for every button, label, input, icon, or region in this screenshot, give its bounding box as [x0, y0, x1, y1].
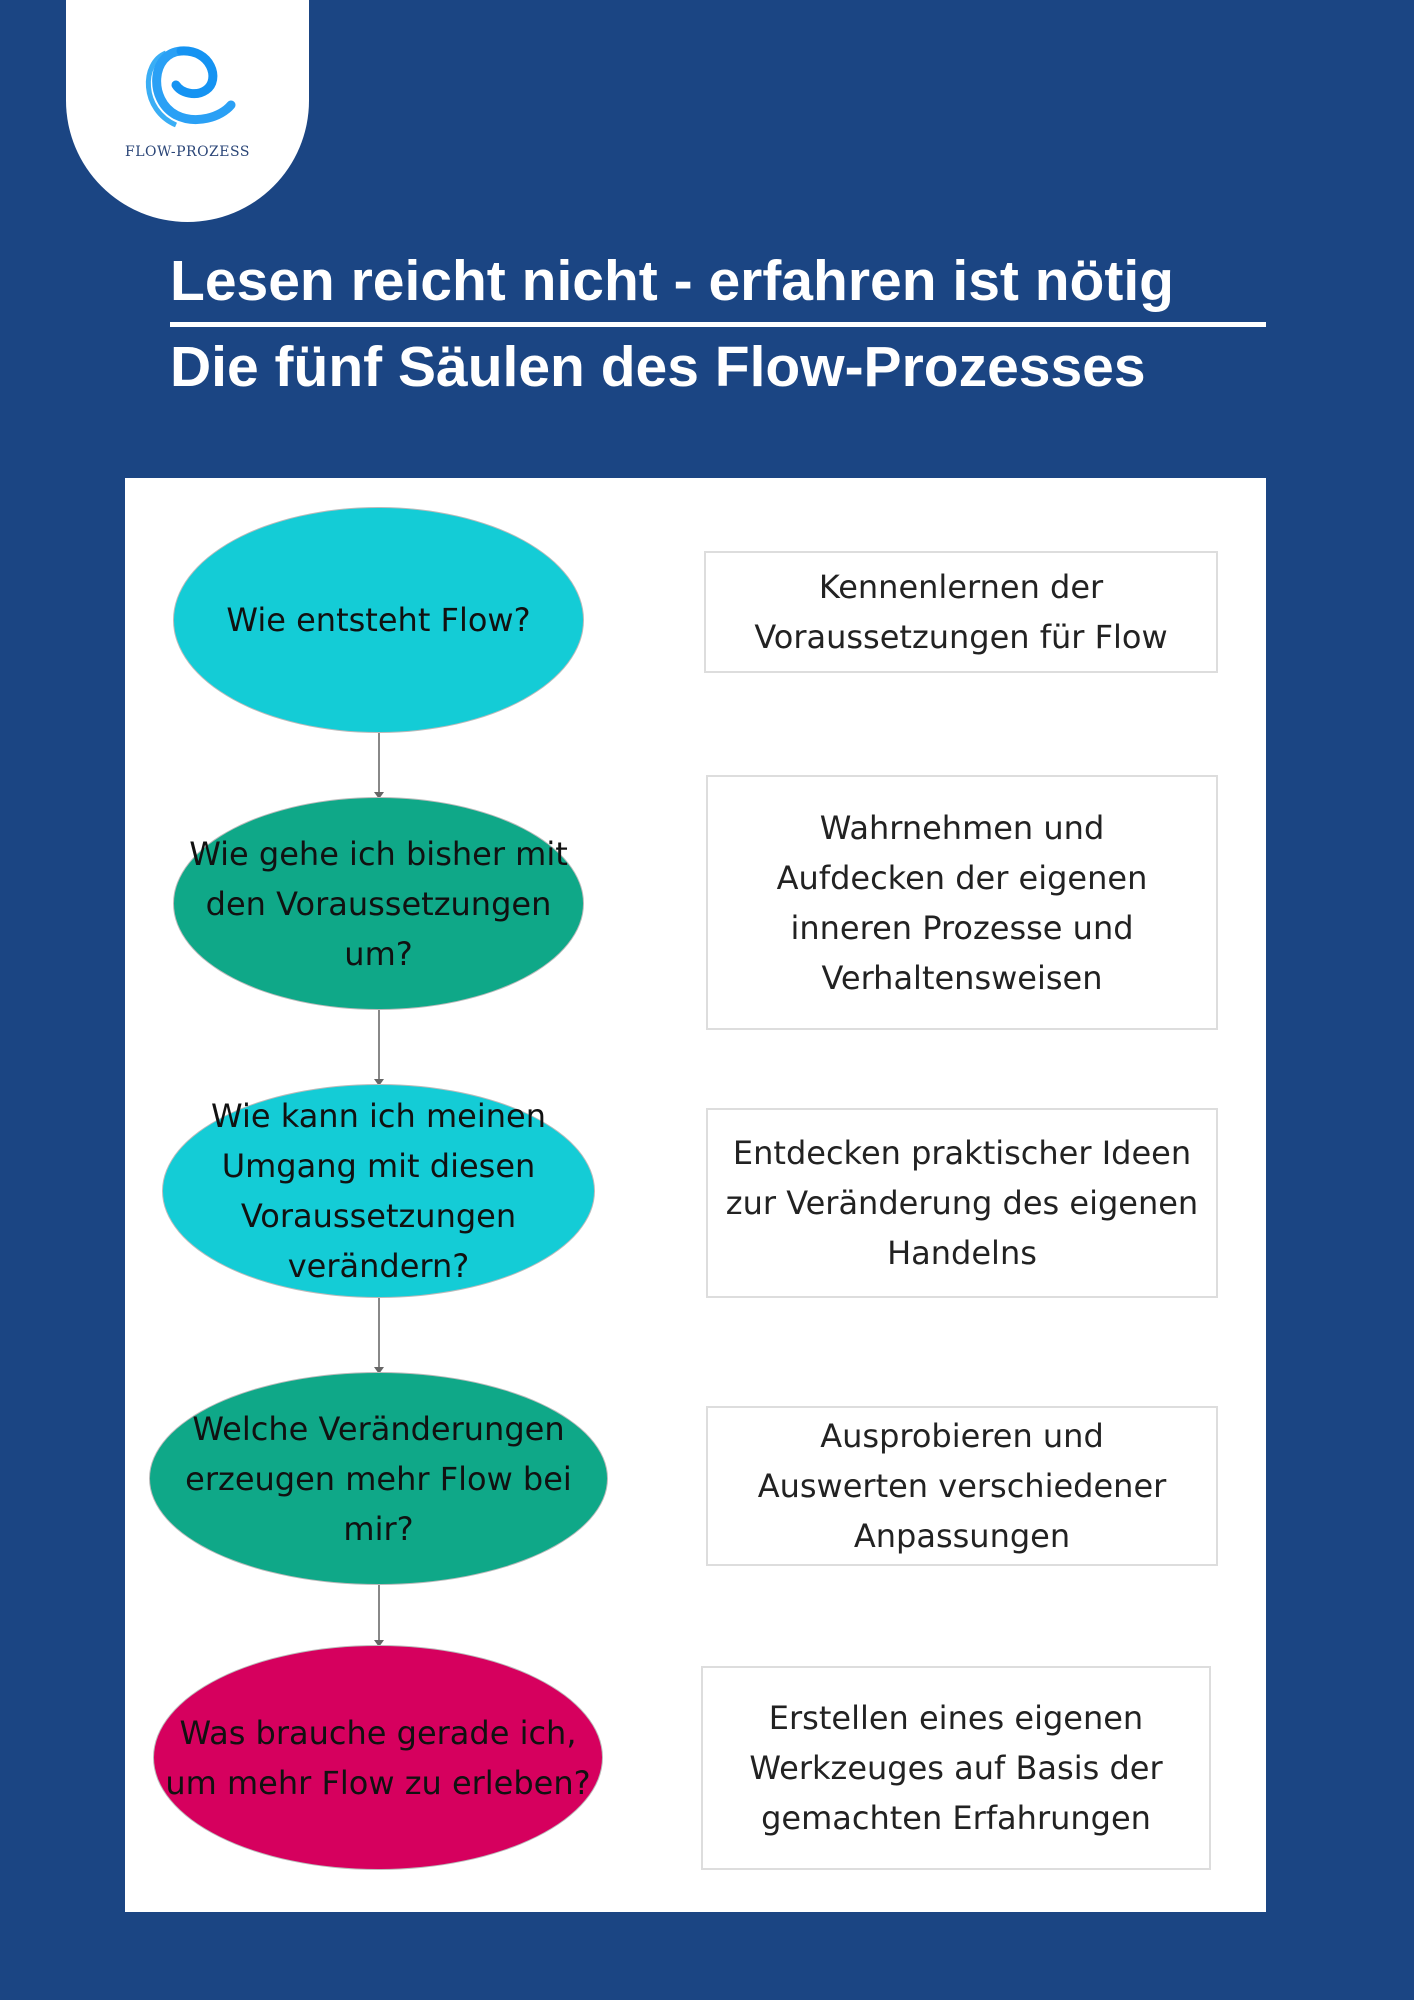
question-text: Wie kann ich meinen Umgang mit diesen Vo…	[211, 1097, 546, 1285]
arrow-1	[374, 733, 384, 799]
description-text: Ausprobieren und Auswerten verschiedener…	[757, 1417, 1167, 1555]
question-text: Wie gehe ich bisher mit den Voraussetzun…	[189, 834, 568, 973]
question-text: Welche Veränderungen erzeugen mehr Flow …	[185, 1409, 572, 1548]
pillar-description-5: Erstellen eines eigenen Werkzeuges auf B…	[701, 1666, 1211, 1870]
logo-text: FLOW-PROZESS	[125, 144, 250, 160]
question-text: Wie entsteht Flow?	[226, 601, 531, 639]
pillar-question-5: Was brauche gerade ich, um mehr Flow zu …	[153, 1645, 603, 1870]
pillar-description-4: Ausprobieren und Auswerten verschiedener…	[706, 1406, 1218, 1566]
pillar-question-4: Welche Veränderungen erzeugen mehr Flow …	[149, 1372, 608, 1585]
arrow-3	[374, 1298, 384, 1374]
description-text: Erstellen eines eigenen Werkzeuges auf B…	[749, 1699, 1163, 1837]
title-underline	[170, 322, 1266, 327]
pillar-question-3: Wie kann ich meinen Umgang mit diesen Vo…	[162, 1084, 595, 1298]
pillar-question-2: Wie gehe ich bisher mit den Voraussetzun…	[173, 797, 584, 1010]
description-text: Entdecken praktischer Ideen zur Veränder…	[725, 1134, 1199, 1272]
description-text: Wahrnehmen und Aufdecken der eigenen inn…	[776, 808, 1148, 997]
pillar-description-1: Kennenlernen der Voraussetzungen für Flo…	[704, 551, 1218, 673]
pillar-question-1: Wie entsteht Flow?	[173, 507, 584, 733]
wave-logo-icon	[145, 46, 236, 128]
description-text: Kennenlernen der Voraussetzungen für Flo…	[754, 568, 1168, 656]
arrow-4	[374, 1585, 384, 1647]
title-line-2: Die fünf Säulen des Flow-Prozesses	[170, 335, 1146, 399]
pillar-description-2: Wahrnehmen und Aufdecken der eigenen inn…	[706, 775, 1218, 1030]
logo: FLOW-PROZESS	[66, 0, 309, 222]
arrow-2	[374, 1010, 384, 1086]
pillar-description-3: Entdecken praktischer Ideen zur Veränder…	[706, 1108, 1218, 1298]
title-line-1: Lesen reicht nicht - erfahren ist nötig	[170, 249, 1174, 313]
question-text: Was brauche gerade ich, um mehr Flow zu …	[165, 1713, 591, 1802]
